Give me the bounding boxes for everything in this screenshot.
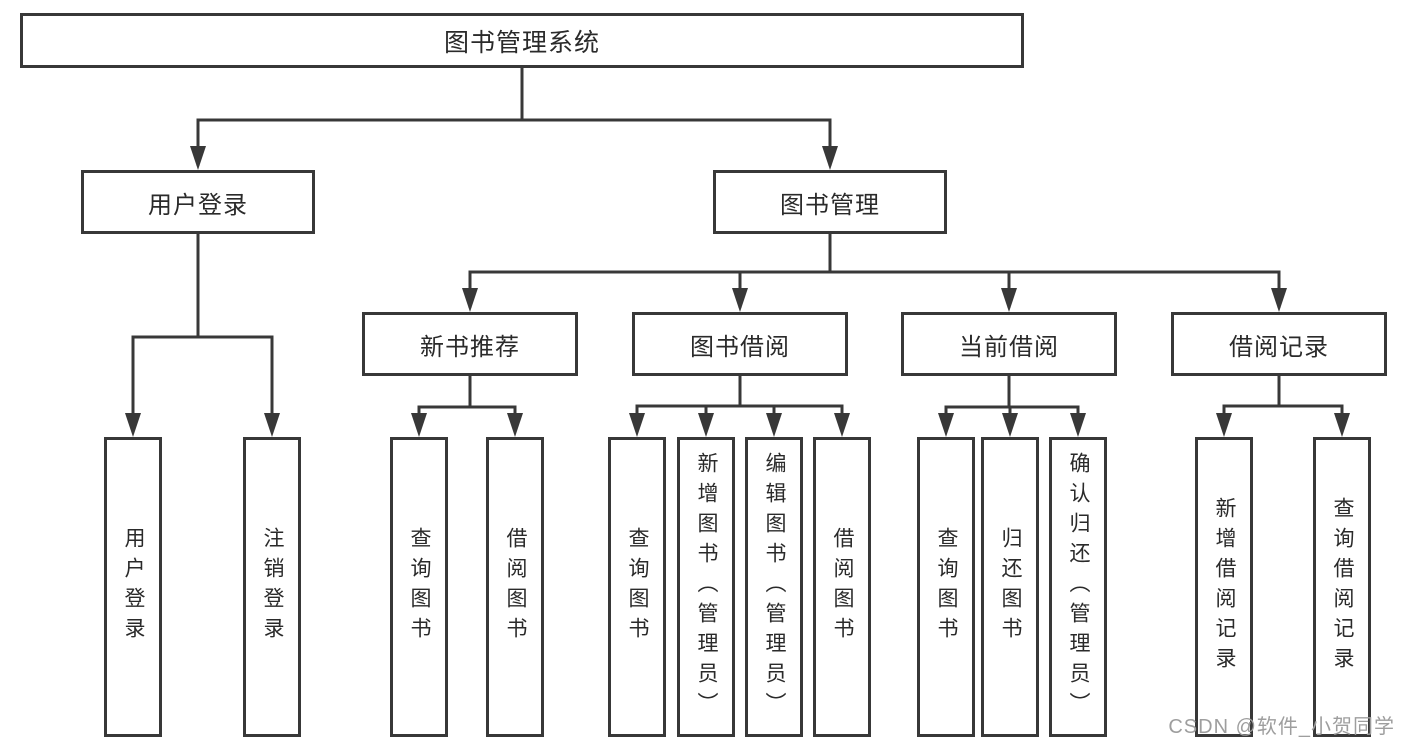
node-label: 图书借阅 (690, 333, 790, 361)
node-user-login: 用户登录 (81, 170, 315, 234)
node-current-borrowing: 当前借阅 (901, 312, 1117, 376)
leaf-label: 用户登录 (122, 527, 145, 647)
leaf-label: 查询图书 (935, 527, 958, 647)
connector-current-borrow-to-leaves (938, 376, 1086, 437)
leaf-query-books-recommend: 查询图书 (390, 437, 448, 737)
connector-book-borrow-to-leaves (629, 376, 850, 437)
leaf-label: 注销登录 (261, 527, 284, 647)
leaf-label: 借阅图书 (831, 527, 854, 647)
leaf-logout: 注销登录 (243, 437, 301, 737)
connector-new-book-recommend-to-leaves (411, 376, 523, 437)
leaf-user-login: 用户登录 (104, 437, 162, 737)
arrow-down-book-management (822, 146, 838, 170)
node-label: 当前借阅 (959, 333, 1059, 361)
connector-book-management-to-level3 (462, 234, 1287, 312)
node-label: 图书管理系统 (443, 28, 600, 57)
node-book-borrowing: 图书借阅 (632, 312, 848, 376)
leaf-confirm-return-admin: 确认归还（管理员） (1049, 437, 1107, 737)
connector-root-to-level2 (190, 68, 838, 170)
leaf-add-books-admin: 新增图书（管理员） (677, 437, 735, 737)
node-new-book-recommendation: 新书推荐 (362, 312, 578, 376)
node-label: 新书推荐 (420, 333, 520, 361)
csdn-watermark: CSDN @软件_小贺同学 (1168, 716, 1395, 738)
node-label: 用户登录 (148, 191, 248, 219)
connector-borrow-records-to-leaves (1216, 376, 1350, 437)
leaf-label: 借阅图书 (504, 527, 527, 647)
leaf-label: 新增借阅记录 (1213, 497, 1236, 677)
node-label: 借阅记录 (1229, 333, 1329, 361)
leaf-edit-books-admin: 编辑图书（管理员） (745, 437, 803, 737)
leaf-label: 新增图书（管理员） (695, 452, 718, 722)
leaf-borrow-books-recommend: 借阅图书 (486, 437, 544, 737)
node-borrowing-records: 借阅记录 (1171, 312, 1387, 376)
leaf-query-books-current: 查询图书 (917, 437, 975, 737)
leaf-label: 归还图书 (999, 527, 1022, 647)
leaf-label: 查询借阅记录 (1331, 497, 1354, 677)
node-library-management-system: 图书管理系统 (20, 13, 1024, 68)
leaf-query-books-borrow: 查询图书 (608, 437, 666, 737)
connector-user-login-to-leaves (125, 234, 280, 437)
leaf-return-books: 归还图书 (981, 437, 1039, 737)
leaf-add-borrow-record: 新增借阅记录 (1195, 437, 1253, 737)
leaf-label: 查询图书 (626, 527, 649, 647)
node-book-management: 图书管理 (713, 170, 947, 234)
leaf-borrow-books: 借阅图书 (813, 437, 871, 737)
leaf-label: 确认归还（管理员） (1067, 452, 1090, 722)
node-label: 图书管理 (780, 191, 880, 219)
leaf-query-borrow-record: 查询借阅记录 (1313, 437, 1371, 737)
arrow-down-user-login (190, 146, 206, 170)
leaf-label: 查询图书 (408, 527, 431, 647)
leaf-label: 编辑图书（管理员） (763, 452, 786, 722)
